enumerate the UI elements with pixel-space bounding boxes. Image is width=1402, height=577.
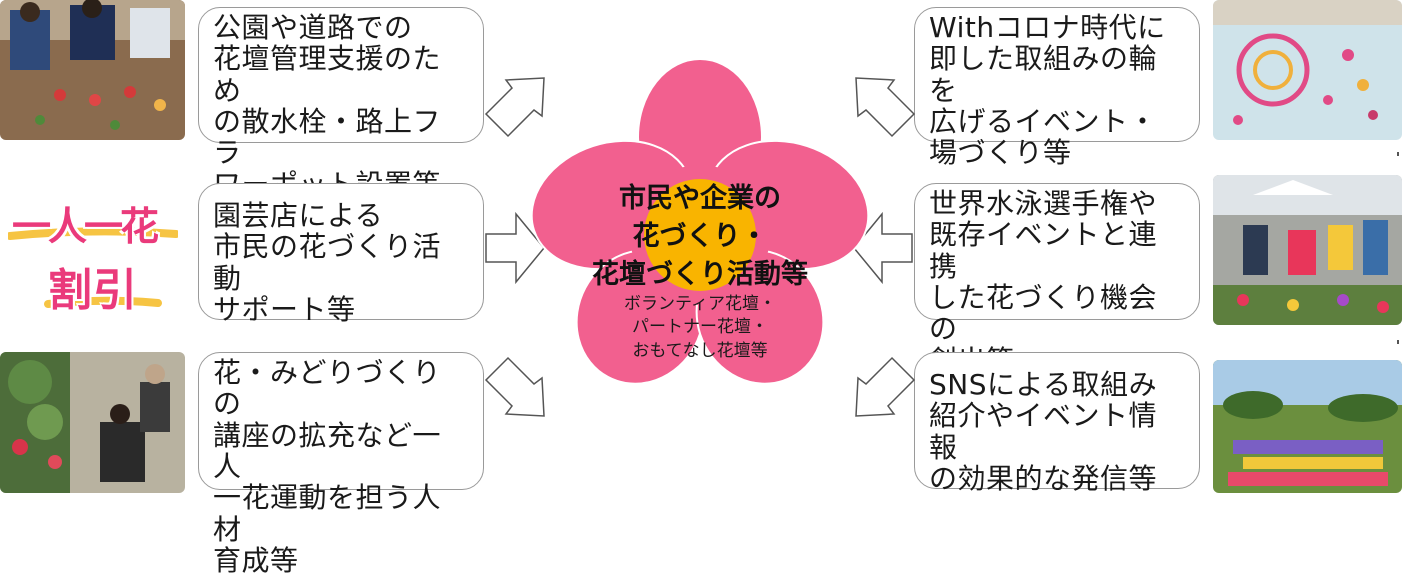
edge-mark xyxy=(1397,152,1399,156)
left-box-training: 花・みどりづくりの 講座の拡充など一人 一花運動を担う人材 育成等 xyxy=(198,352,484,576)
arrow-right-top-icon xyxy=(855,77,916,138)
edge-mark xyxy=(1397,340,1399,344)
badge-line2: 割引 xyxy=(48,265,138,316)
flower-planting-event-photo xyxy=(1213,175,1402,325)
gardening-workshop-photo xyxy=(0,352,185,493)
gardening-volunteers-photo xyxy=(0,0,185,140)
arrow-right-middle-icon xyxy=(853,211,913,285)
center-sub-text: ボランティア花壇・ パートナー花壇・ おもてなし花壇等 xyxy=(560,293,840,363)
flower-pool-event-photo xyxy=(1213,0,1402,140)
badge-underline-decoration xyxy=(8,227,178,308)
left-box-water-supply: 公園や道路での 花壇管理支援のため の散水栓・路上フラ ワーポット設置等 xyxy=(198,7,484,200)
center-main-line3: 花壇づくり活動等 xyxy=(592,258,808,290)
arrow-left-middle-icon xyxy=(485,211,545,285)
flower-park-photo xyxy=(1213,360,1402,493)
badge-line1: 一人一花 xyxy=(12,205,159,250)
arrow-right-bottom-icon xyxy=(855,356,916,417)
central-flower-shape xyxy=(530,58,870,385)
left-box-garden-store: 園芸店による 市民の花づくり活動 サポート等 xyxy=(198,183,484,325)
right-box-covid-events: Withコロナ時代に 即した取組みの輪を 広げるイベント・ 場づくり等 xyxy=(914,7,1200,169)
center-sub-line3: おもてなし花壇等 xyxy=(632,340,768,361)
center-main-line1: 市民や企業の xyxy=(619,183,781,214)
center-main-text: 市民や企業の 花づくり・ 花壇づくり活動等 xyxy=(540,180,860,293)
arrow-left-top-icon xyxy=(484,77,545,138)
arrow-left-bottom-icon xyxy=(484,356,545,417)
right-box-world-aquatics: 世界水泳選手権や 既存イベントと連携 した花づくり機会の 創出等 xyxy=(914,183,1200,376)
right-box-sns: SNSによる取組み 紹介やイベント情報 の効果的な発信等 xyxy=(914,352,1200,494)
center-sub-line2: パートナー花壇・ xyxy=(632,317,768,338)
center-main-line2: 花づくり・ xyxy=(632,220,768,252)
center-sub-line1: ボランティア花壇・ xyxy=(624,294,776,314)
